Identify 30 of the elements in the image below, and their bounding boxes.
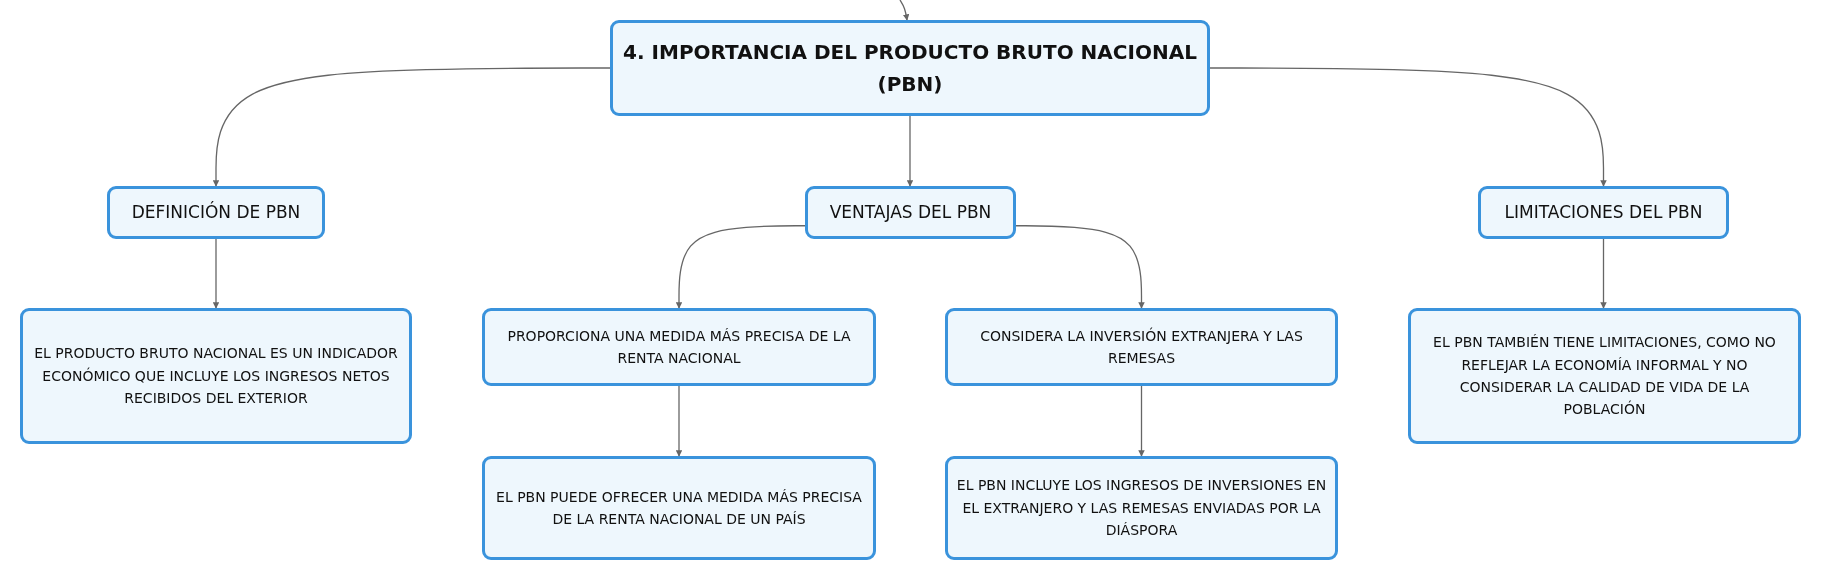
node-text: 4. IMPORTANCIA DEL PRODUCTO BRUTO NACIONAL (PBN): [622, 39, 1198, 98]
connector-arrow: [1015, 225, 1145, 309]
subtopic-box: [482, 308, 876, 386]
node-text: EL PBN TAMBIÉN TIENE LIMITACIONES, COMO NO REFLEJAR LA ECONOMÍA INFORMAL Y NO CONSIDERAR LA CALIDAD DE VIDA DE LA POBLACIÓN: [1432, 333, 1777, 420]
subtopic-box: [1408, 308, 1801, 444]
connector-arrow: [899, 0, 910, 21]
topic-box: [107, 186, 325, 239]
node-text: EL PRODUCTO BRUTO NACIONAL ES UN INDICADOR ECONÓMICO QUE INCLUYE LOS INGRESOS NETOS RECIBIDOS DEL EXTERIOR: [33, 344, 399, 409]
central-topic-box: [610, 20, 1210, 116]
connector-arrow: [212, 238, 220, 309]
subtopic-box: [945, 308, 1338, 386]
topic-box: [805, 186, 1016, 239]
connector-arrow: [1209, 67, 1607, 187]
connector-arrow: [675, 385, 683, 457]
topic-box: [1478, 186, 1729, 239]
node-text: DEFINICIÓN DE PBN: [131, 200, 301, 224]
node-text: PROPORCIONA UNA MEDIDA MÁS PRECISA DE LA RENTA NACIONAL: [506, 326, 852, 368]
node-text: VENTAJAS DEL PBN: [829, 200, 992, 224]
connector-arrow: [906, 115, 914, 187]
subtopic-box: [20, 308, 412, 444]
subtopic-box: [945, 456, 1338, 560]
connector-arrow: [212, 67, 611, 187]
subtopic-box: [482, 456, 876, 560]
connector-arrow: [1600, 238, 1607, 309]
node-text: CONSIDERA LA INVERSIÓN EXTRANJERA Y LAS REMESAS: [979, 326, 1304, 368]
connector-arrow: [1138, 385, 1145, 457]
node-text: EL PBN PUEDE OFRECER UNA MEDIDA MÁS PRECISA DE LA RENTA NACIONAL DE UN PAÍS: [495, 487, 863, 529]
connector-arrow: [675, 225, 806, 309]
node-text: LIMITACIONES DEL PBN: [1504, 200, 1703, 224]
node-text: EL PBN INCLUYE LOS INGRESOS DE INVERSIONES EN EL EXTRANJERO Y LAS REMESAS ENVIADAS POR LA DIÁSPORA: [956, 476, 1327, 541]
